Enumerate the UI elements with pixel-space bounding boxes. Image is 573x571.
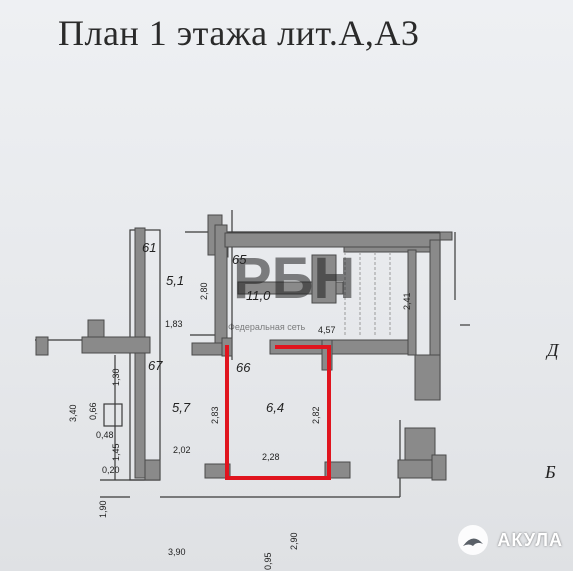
dim-1-90: 1,90 <box>98 500 108 518</box>
room-66: 66 <box>236 360 251 375</box>
highlighted-room-outline <box>225 345 331 480</box>
brand-watermark: АКУЛА <box>457 523 563 557</box>
area-5-7: 5,7 <box>172 400 191 415</box>
dim-2-90: 2,90 <box>289 532 299 550</box>
dim-3-90: 3,90 <box>168 547 186 557</box>
room-67: 67 <box>148 358 163 373</box>
dim-2-80: 2,80 <box>199 282 209 300</box>
area-6-4: 6,4 <box>266 400 284 415</box>
dim-3-40: 3,40 <box>68 404 78 422</box>
dim-0-48: 0,48 <box>96 430 114 440</box>
room-61: 61 <box>142 240 156 255</box>
dim-0-66: 0,66 <box>88 402 98 420</box>
shark-icon <box>458 525 489 555</box>
room-65: 65 <box>232 252 247 267</box>
dim-4-57: 4,57 <box>318 325 336 335</box>
dim-2-41: 2,41 <box>402 292 412 310</box>
dim-2-83: 2,83 <box>210 406 220 424</box>
dim-1-83: 1,83 <box>165 319 183 329</box>
dim-1-30: 1,30 <box>111 368 121 386</box>
dim-2-28: 2,28 <box>262 452 280 462</box>
plan-walls <box>35 214 453 481</box>
area-11-0: 11,0 <box>246 288 271 303</box>
watermark-logo: РБН Федеральная сеть <box>228 246 355 332</box>
dim-0-95: 0,95 <box>263 552 273 570</box>
dim-0-20: 0,20 <box>102 465 120 475</box>
area-5-1: 5,1 <box>166 273 184 288</box>
plan-title: План 1 этажа лит.А,А3 <box>58 13 420 53</box>
dim-1-45: 1,45 <box>111 443 121 461</box>
dim-2-02: 2,02 <box>173 445 191 455</box>
axis-label-b: Б <box>544 462 556 482</box>
svg-text:РБН: РБН <box>233 246 355 311</box>
brand-name: АКУЛА <box>497 529 563 550</box>
dim-2-82: 2,82 <box>311 406 321 424</box>
stair-lines <box>344 252 391 335</box>
axis-label-d: Д <box>545 340 560 360</box>
svg-text:Федеральная сеть: Федеральная сеть <box>228 322 306 332</box>
